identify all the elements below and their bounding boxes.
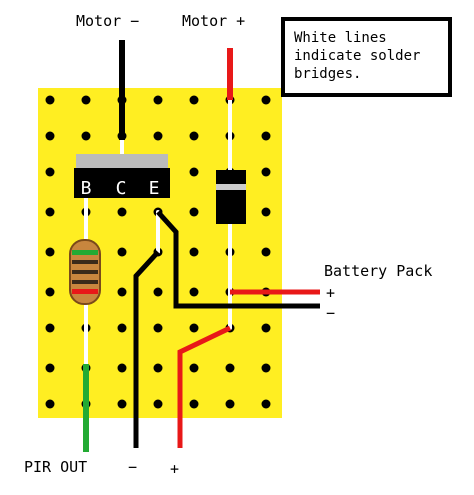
board-hole	[153, 399, 163, 409]
transistor-tab	[76, 154, 168, 168]
transistor: B C E	[74, 154, 170, 199]
board-hole	[117, 207, 127, 217]
transistor-pin-b: B	[81, 178, 92, 199]
board-hole	[261, 207, 271, 217]
board-hole	[189, 207, 199, 217]
resistor-band-1	[72, 250, 98, 255]
board-hole	[189, 287, 199, 297]
board-hole	[45, 323, 55, 333]
board-hole	[45, 207, 55, 217]
board-hole	[153, 95, 163, 105]
board-holes	[45, 95, 271, 409]
board-hole	[45, 287, 55, 297]
board-hole	[45, 167, 55, 177]
board-hole	[261, 323, 271, 333]
board-hole	[189, 167, 199, 177]
note-line-3: bridges.	[294, 66, 362, 82]
diode	[216, 170, 246, 224]
board-hole	[81, 131, 91, 141]
wire-bottom-plus	[177, 325, 232, 448]
resistor	[69, 239, 101, 305]
board-hole	[261, 399, 271, 409]
label-motor-plus: Motor +	[182, 12, 245, 30]
board-hole	[261, 363, 271, 373]
board-hole	[153, 131, 163, 141]
note-line-2: indicate solder	[294, 48, 421, 64]
transistor-pin-e: E	[149, 178, 160, 199]
board-hole	[117, 363, 127, 373]
label-bottom-minus: −	[128, 458, 137, 476]
board-hole	[117, 287, 127, 297]
board-hole	[189, 247, 199, 257]
board-hole	[45, 131, 55, 141]
board-hole	[45, 363, 55, 373]
legend-note: White lines indicate solder bridges.	[281, 17, 452, 97]
label-battery-minus: −	[326, 304, 335, 322]
label-battery-pack: Battery Pack	[324, 262, 432, 280]
board-hole	[189, 363, 199, 373]
board-hole	[261, 95, 271, 105]
label-pir-out: PIR OUT	[24, 458, 87, 476]
board-hole	[45, 247, 55, 257]
diode-band	[216, 184, 246, 190]
note-line-1: White lines	[294, 30, 387, 46]
board-hole	[117, 323, 127, 333]
board-hole	[189, 323, 199, 333]
resistor-band-4	[72, 280, 98, 284]
wire-emitter-to-battery-minus	[156, 210, 320, 309]
board-hole	[45, 95, 55, 105]
board-hole	[153, 287, 163, 297]
transistor-body	[74, 168, 170, 198]
resistor-band-2	[72, 260, 98, 264]
board-hole	[189, 95, 199, 105]
board-hole	[189, 399, 199, 409]
board-hole	[261, 247, 271, 257]
diode-body	[216, 170, 246, 224]
board-hole	[153, 323, 163, 333]
label-motor-minus: Motor −	[76, 12, 139, 30]
label-bottom-plus: +	[170, 460, 179, 478]
board-hole	[261, 167, 271, 177]
transistor-pin-c: C	[116, 178, 127, 199]
resistor-band-3	[72, 270, 98, 274]
board-hole	[117, 247, 127, 257]
board-hole	[153, 363, 163, 373]
board-hole	[225, 363, 235, 373]
resistor-band-5	[72, 289, 98, 294]
board-hole	[261, 131, 271, 141]
board-hole	[45, 399, 55, 409]
board-hole	[117, 399, 127, 409]
board-hole	[189, 131, 199, 141]
wire-emitter-to-bottom-minus	[133, 250, 160, 448]
board-hole	[225, 399, 235, 409]
label-battery-plus: +	[326, 284, 335, 302]
board-hole	[81, 95, 91, 105]
